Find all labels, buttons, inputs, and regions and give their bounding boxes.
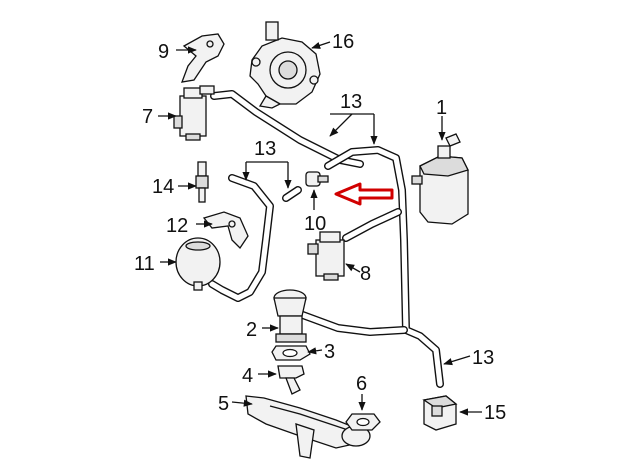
highlight-arrow <box>334 182 394 206</box>
gasket-part-3 <box>271 345 311 361</box>
callout-6: 6 <box>356 373 367 395</box>
callout-3: 3 <box>324 341 335 363</box>
control-module-part-15 <box>422 395 458 431</box>
bracket-part-12 <box>202 211 249 250</box>
callout-4: 4 <box>242 365 253 387</box>
vacuum-hose-loop <box>208 174 274 302</box>
egr-cooler-part-5 <box>245 395 371 459</box>
check-valve-part-10 <box>305 171 329 187</box>
callout-13-left: 13 <box>254 138 276 160</box>
vacuum-reservoir-part-11 <box>175 237 221 291</box>
solenoid-valve-part-7 <box>173 85 215 141</box>
vacuum-hose-short <box>282 186 302 202</box>
vacuum-pump-part-16 <box>249 21 321 109</box>
callout-16: 16 <box>332 31 354 53</box>
egr-valve-part-2 <box>273 289 307 343</box>
connector-part-14 <box>195 161 209 203</box>
callout-12: 12 <box>166 215 188 237</box>
leader-lines <box>158 41 482 416</box>
callout-14: 14 <box>152 176 174 198</box>
charcoal-canister-part-1 <box>411 133 469 225</box>
callout-15: 15 <box>484 402 506 424</box>
callout-1: 1 <box>436 97 447 119</box>
vacuum-hose-branch <box>296 310 408 336</box>
callout-numbers: 9 16 7 1 13 13 14 10 12 11 8 2 3 13 4 6 … <box>134 31 506 424</box>
callout-2: 2 <box>246 319 257 341</box>
callout-8: 8 <box>360 263 371 285</box>
egr-pipe-part-4 <box>277 365 305 395</box>
callout-13-right: 13 <box>472 347 494 369</box>
callout-7: 7 <box>142 106 153 128</box>
vacuum-hose-long <box>324 146 444 388</box>
solenoid-valve-part-8 <box>307 231 345 281</box>
vacuum-hose-diagonal <box>342 208 402 242</box>
callout-5: 5 <box>218 393 229 415</box>
callout-13-top: 13 <box>340 91 362 113</box>
callout-10: 10 <box>304 213 326 235</box>
bracket-part-9 <box>180 33 225 83</box>
callout-11: 11 <box>134 253 155 275</box>
callout-9: 9 <box>158 41 169 63</box>
gasket-part-6 <box>345 413 381 431</box>
